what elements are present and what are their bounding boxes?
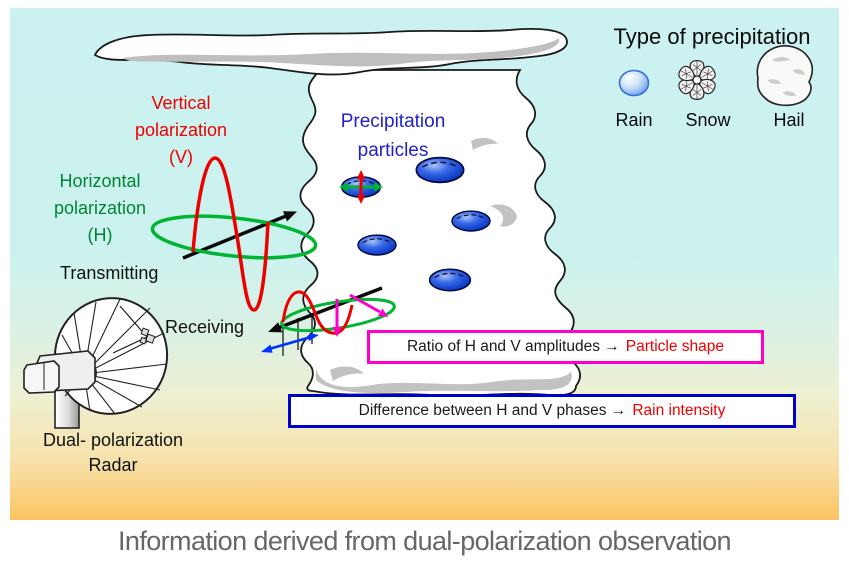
raindrop xyxy=(451,210,491,232)
phase-difference-box: Difference between H and V phases → Rain… xyxy=(288,394,796,428)
amplitude-arrows xyxy=(332,293,388,337)
snow-icon xyxy=(676,60,718,100)
rain-icon xyxy=(618,69,650,97)
particle-shape-highlight: Particle shape xyxy=(625,338,725,355)
amplitude-ratio-box: Ratio of H and V amplitudes → Particle s… xyxy=(367,330,764,364)
received-vertical-wave xyxy=(281,290,354,335)
precipitation-particles-label: Precipitation particles xyxy=(340,111,446,161)
legend-label-snow: Snow xyxy=(685,110,731,130)
raindrop xyxy=(428,268,472,292)
cloud-anvil xyxy=(93,27,568,76)
amplitude-ratio-text: Ratio of H and V amplitudes → xyxy=(406,338,620,355)
drop-axes-arrows xyxy=(339,170,383,204)
horizontal-polarization-ellipse xyxy=(150,214,318,260)
diagram-artwork xyxy=(23,27,814,429)
radar-dish-icon xyxy=(23,297,169,429)
vertical-polarization-label: Vertical polarization (V) xyxy=(134,93,228,167)
slide-caption: Information derived from dual-polarizati… xyxy=(118,526,732,556)
rain-intensity-highlight: Rain intensity xyxy=(632,402,726,419)
diagram-area: Vertical polarization (V) Horizontal pol… xyxy=(10,8,839,520)
transmit-wave xyxy=(150,156,318,312)
hail-icon xyxy=(756,45,814,107)
raindrop xyxy=(357,234,397,256)
phase-difference-text: Difference between H and V phases → xyxy=(358,402,627,419)
radar-label: Dual- polarization Radar xyxy=(42,430,184,476)
horizontal-polarization-label: Horizontal polarization (H) xyxy=(53,171,147,245)
vertical-polarization-wave xyxy=(191,156,270,312)
transmitting-label: Transmitting xyxy=(60,263,159,283)
legend-title: Type of precipitation xyxy=(613,24,811,49)
legend-label-rain: Rain xyxy=(615,110,653,130)
legend-label-hail: Hail xyxy=(773,110,805,130)
receive-wave xyxy=(261,286,396,356)
receiving-label: Receiving xyxy=(165,317,245,337)
phase-difference-arrow xyxy=(261,333,319,353)
receive-direction-arrow xyxy=(277,286,383,330)
raindrops xyxy=(339,156,491,292)
